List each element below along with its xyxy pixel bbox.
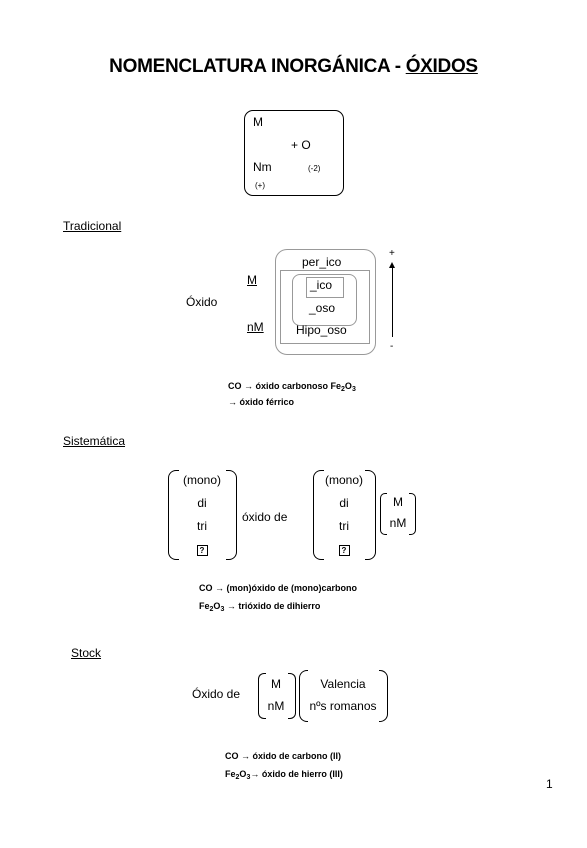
prefix-mono-2: (mono) [324, 473, 363, 487]
box-middle [280, 270, 370, 344]
tradicional-example-line2: → óxido férrico [228, 397, 295, 407]
page-number: 1 [546, 777, 553, 791]
formula-box [244, 110, 344, 196]
valence-arrow [392, 265, 393, 337]
element-nonmetal: nM [389, 516, 407, 530]
prefix-unknown: ? [196, 545, 208, 556]
prefix-unknown-2: ? [338, 545, 350, 556]
tradicional-example-o: O [344, 381, 352, 391]
stock-element-nonmetal: nM [267, 699, 285, 713]
stock-example-1: CO → óxido de carbono (II) [225, 751, 342, 761]
section-sistematica: Sistemática [63, 434, 126, 448]
label-hipo-oso: Hipo_oso [296, 323, 347, 337]
sistematica-example-1: CO → (mon)óxido de (mono)carbono [199, 583, 357, 593]
prefix-di-2: di [339, 496, 349, 510]
sistematica-example-2: Fe2O3 → trióxido de dihierro [199, 600, 320, 616]
sub-3: 3 [351, 386, 356, 393]
stock-brace-left [258, 673, 266, 719]
stock-romanos: nºs romanos [309, 699, 377, 713]
sistematica-oxido-de: óxido de [242, 510, 288, 524]
right-brace [226, 470, 237, 560]
section-stock: Stock [71, 646, 102, 660]
label-per-ico: per_ico [302, 255, 342, 269]
sistematica-example-2-text: → trióxido de dihierro [224, 601, 321, 611]
prefix-column-1: (mono) di tri ? [178, 469, 226, 561]
valence-minus: - [390, 341, 394, 352]
element-brace-right [409, 493, 416, 535]
stock-example-2-text: → óxido de hierro (III) [250, 769, 343, 779]
fe: Fe [199, 601, 210, 611]
tradicional-oxido: Óxido [186, 295, 218, 309]
sub-2: 2 [235, 774, 240, 781]
valence-plus: + [389, 248, 395, 259]
formula-metal: M [253, 115, 263, 129]
element-column: M nM [386, 492, 410, 534]
element-metal: M [393, 495, 403, 509]
formula-plus-o: + O [291, 138, 311, 152]
title-text: NOMENCLATURA INORGÁNICA - [109, 56, 406, 77]
left-brace-2 [313, 470, 324, 560]
stock-valencia-column: Valencia nºs romanos [305, 673, 381, 717]
left-brace [168, 470, 179, 560]
box-per-ico [275, 249, 376, 355]
o: O [213, 601, 221, 611]
element-brace-left [380, 493, 387, 535]
page-title: NOMENCLATURA INORGÁNICA - ÓXIDOS [0, 56, 587, 78]
stock-paren-right [379, 670, 388, 722]
fe: Fe [225, 769, 236, 779]
title-underlined: ÓXIDOS [405, 56, 478, 77]
o: O [239, 769, 247, 779]
stock-paren-left [299, 670, 308, 722]
formula-ox-o: (-2) [308, 164, 321, 173]
formula-nonmetal: Nm [253, 160, 272, 174]
tradicional-example-text: CO → óxido carbonoso Fe [228, 381, 342, 391]
prefix-column-2: (mono) di tri ? [320, 469, 368, 561]
valence-arrow-head [389, 262, 395, 268]
prefix-tri: tri [197, 519, 207, 533]
box-oso [292, 274, 357, 326]
prefix-mono: (mono) [182, 473, 221, 487]
stock-element-column: M nM [264, 673, 288, 717]
section-tradicional: Tradicional [63, 219, 122, 233]
stock-brace-right [288, 673, 296, 719]
label-oso: _oso [309, 301, 336, 315]
sub-2: 2 [341, 386, 345, 393]
stock-element-metal: M [271, 677, 281, 691]
box-ico [306, 277, 344, 298]
prefix-di: di [197, 496, 207, 510]
prefix-tri-2: tri [339, 519, 349, 533]
tradicional-example: CO → óxido carbonoso Fe2O3 → óxido férri… [228, 380, 388, 409]
formula-ox-m: (+) [255, 181, 265, 190]
sub-3: 3 [220, 606, 225, 613]
right-brace-2 [365, 470, 376, 560]
label-ico: _ico [310, 278, 333, 292]
stock-example-2: Fe2O3→ óxido de hierro (III) [225, 768, 343, 784]
stock-oxido-de: Óxido de [192, 687, 241, 701]
sub-3: 3 [246, 774, 251, 781]
sub-2: 2 [209, 606, 214, 613]
tradicional-metal: M [247, 273, 257, 287]
stock-valencia: Valencia [320, 677, 366, 691]
tradicional-nonmetal: nM [247, 320, 264, 334]
